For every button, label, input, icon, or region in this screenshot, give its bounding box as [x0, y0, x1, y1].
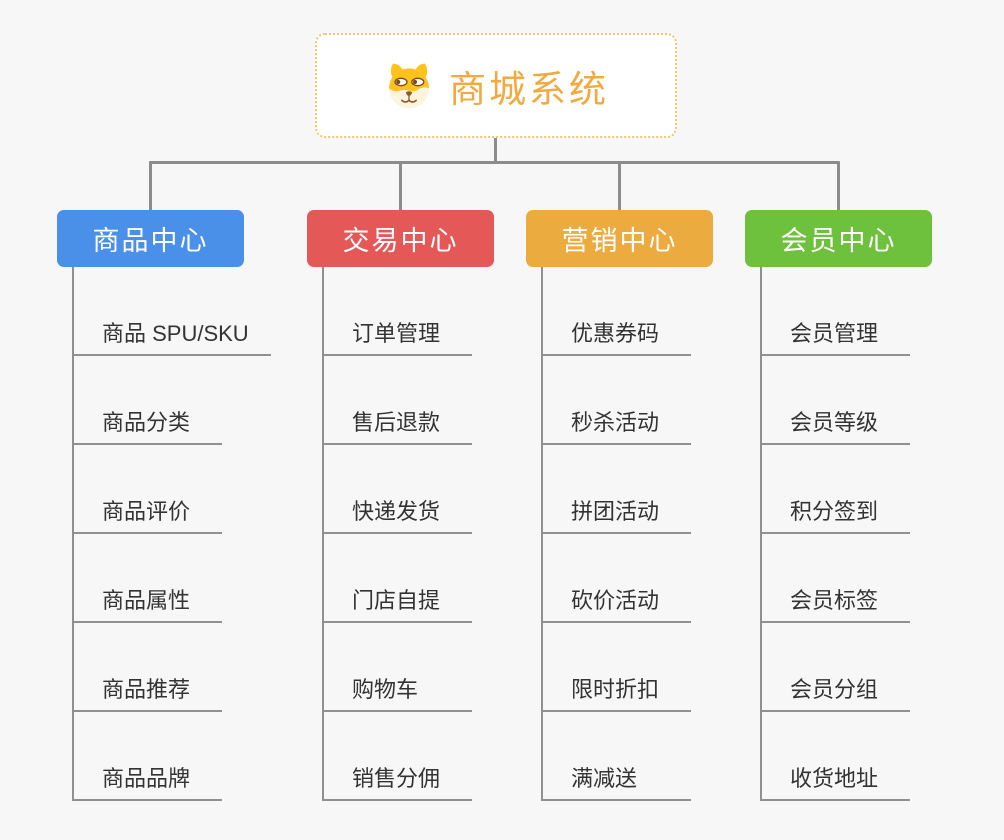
leaf-node-product-review[interactable]: 商品评价: [72, 445, 222, 534]
leaf-node-spend-and-save[interactable]: 满减送: [541, 712, 691, 801]
leaf-node-member-tag[interactable]: 会员标签: [760, 534, 910, 623]
connector-drop-product: [149, 161, 152, 212]
branch-node-trade-center[interactable]: 交易中心: [307, 210, 494, 267]
leaf-node-product-brand[interactable]: 商品品牌: [72, 712, 222, 801]
connector-branch-product: [72, 267, 74, 801]
leaf-node-aftersale-refund[interactable]: 售后退款: [322, 356, 472, 445]
leaf-list-member: 会员管理 会员等级 积分签到 会员标签 会员分组 收货地址: [760, 267, 910, 801]
dog-icon: [389, 63, 429, 108]
connector-drop-marketing: [618, 161, 621, 212]
leaf-node-member-management[interactable]: 会员管理: [760, 267, 910, 356]
leaf-node-bargain-activity[interactable]: 砍价活动: [541, 534, 691, 623]
root-title: 商城系统: [449, 68, 609, 110]
connector-drop-trade: [399, 161, 402, 212]
connector-bus: [149, 161, 840, 164]
leaf-node-store-pickup[interactable]: 门店自提: [322, 534, 472, 623]
leaf-node-shipping-address[interactable]: 收货地址: [760, 712, 910, 801]
leaf-node-product-attribute[interactable]: 商品属性: [72, 534, 222, 623]
connector-branch-trade: [322, 267, 324, 801]
leaf-node-product-recommend[interactable]: 商品推荐: [72, 623, 222, 712]
branch-product-center: 商品中心 商品 SPU/SKU 商品分类 商品评价 商品属性 商品推荐 商品品牌: [57, 210, 307, 801]
connector-root-trunk: [494, 136, 497, 163]
leaf-node-product-spu-sku[interactable]: 商品 SPU/SKU: [72, 267, 271, 356]
leaf-node-shopping-cart[interactable]: 购物车: [322, 623, 472, 712]
root-node[interactable]: 商城系统: [315, 33, 677, 138]
leaf-node-sales-commission[interactable]: 销售分佣: [322, 712, 472, 801]
connector-drop-member: [837, 161, 840, 212]
branch-member-center: 会员中心 会员管理 会员等级 积分签到 会员标签 会员分组 收货地址: [745, 210, 995, 801]
leaf-node-order-management[interactable]: 订单管理: [322, 267, 472, 356]
leaf-node-coupon-code[interactable]: 优惠券码: [541, 267, 691, 356]
leaf-node-member-group[interactable]: 会员分组: [760, 623, 910, 712]
leaf-node-product-category[interactable]: 商品分类: [72, 356, 222, 445]
leaf-list-marketing: 优惠券码 秒杀活动 拼团活动 砍价活动 限时折扣 满减送: [541, 267, 691, 801]
leaf-node-member-level[interactable]: 会员等级: [760, 356, 910, 445]
branch-node-marketing-center[interactable]: 营销中心: [526, 210, 713, 267]
branch-marketing-center: 营销中心 优惠券码 秒杀活动 拼团活动 砍价活动 限时折扣 满减送: [526, 210, 776, 801]
leaf-node-express-delivery[interactable]: 快递发货: [322, 445, 472, 534]
leaf-list-trade: 订单管理 售后退款 快递发货 门店自提 购物车 销售分佣: [322, 267, 472, 801]
leaf-list-product: 商品 SPU/SKU 商品分类 商品评价 商品属性 商品推荐 商品品牌: [72, 267, 271, 801]
leaf-node-limited-time-discount[interactable]: 限时折扣: [541, 623, 691, 712]
leaf-node-points-checkin[interactable]: 积分签到: [760, 445, 910, 534]
branch-node-product-center[interactable]: 商品中心: [57, 210, 244, 267]
branch-trade-center: 交易中心 订单管理 售后退款 快递发货 门店自提 购物车 销售分佣: [307, 210, 557, 801]
leaf-node-group-buy[interactable]: 拼团活动: [541, 445, 691, 534]
connector-branch-marketing: [541, 267, 543, 801]
branch-node-member-center[interactable]: 会员中心: [745, 210, 932, 267]
connector-branch-member: [760, 267, 762, 801]
leaf-node-flash-sale[interactable]: 秒杀活动: [541, 356, 691, 445]
